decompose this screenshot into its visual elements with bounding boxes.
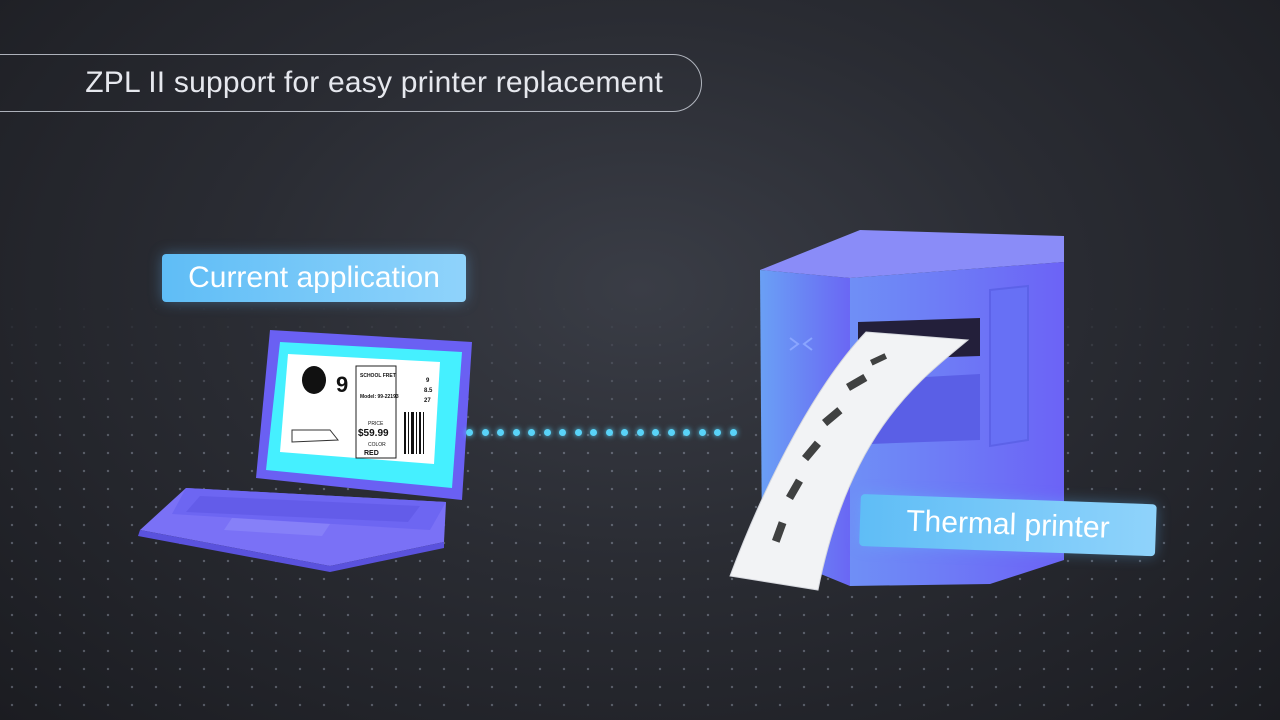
thermal-printer-label: Thermal printer (905, 504, 1111, 545)
label-size-eu: 27 (424, 398, 431, 404)
connection-dots (466, 429, 766, 439)
current-application-tag: Current application (162, 254, 466, 302)
thermal-printer-tag: Thermal printer (859, 494, 1157, 557)
barcode-icon (404, 412, 424, 454)
label-size-us: 9 (426, 378, 430, 384)
brand-logo-icon (302, 366, 326, 394)
label-size-uk: 8.5 (424, 388, 433, 394)
label-color-caption: COLOR (368, 442, 386, 448)
label-price: $59.99 (358, 428, 389, 439)
label-product: SCHOOL FRET (360, 373, 396, 379)
brand-emblem-icon (789, 337, 813, 351)
laptop: 9 SCHOOL FRET Model: 99-22193 PRICE $59.… (138, 330, 472, 572)
label-roll (729, 331, 970, 591)
label-price-caption: PRICE (368, 421, 384, 427)
current-application-label: Current application (188, 261, 440, 294)
sneaker-icon (291, 429, 340, 443)
label-color: RED (364, 450, 379, 457)
label-size: 9 (336, 372, 348, 397)
title-banner: ZPL II support for easy printer replacem… (0, 54, 702, 112)
label-model: Model: 99-22193 (360, 394, 399, 400)
page-title: ZPL II support for easy printer replacem… (85, 66, 663, 99)
